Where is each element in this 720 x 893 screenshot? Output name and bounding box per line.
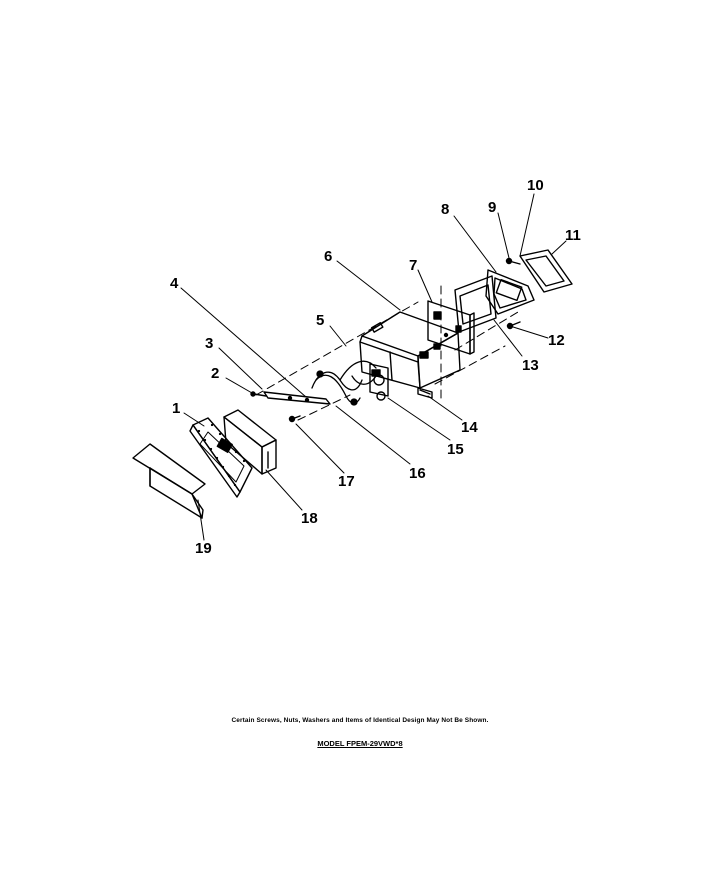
callout-18: 18	[301, 510, 318, 527]
model-number-text: MODEL FPEM-29VWD*8	[317, 739, 403, 748]
part-12-bolt	[506, 321, 521, 330]
callout-7: 7	[409, 257, 417, 274]
leader-lines	[180, 193, 567, 541]
callout-19: 19	[195, 540, 212, 557]
part-14-clip	[417, 387, 433, 399]
callout-15: 15	[447, 441, 464, 458]
callout-14: 14	[461, 419, 478, 436]
callout-11: 11	[565, 227, 581, 244]
part-15-switch	[369, 363, 389, 401]
model-number: MODEL FPEM-29VWD*8	[0, 739, 720, 748]
callout-9: 9	[488, 199, 496, 216]
part-13-gasket	[454, 275, 497, 333]
callout-2: 2	[211, 365, 219, 382]
callout-16: 16	[409, 465, 426, 482]
callout-6: 6	[324, 248, 332, 265]
callout-4: 4	[170, 275, 179, 292]
callout-3: 3	[205, 335, 213, 352]
part-18-cover	[223, 409, 277, 475]
callout-17: 17	[338, 473, 355, 490]
callout-5: 5	[316, 312, 324, 329]
part-6-top-cover	[359, 311, 459, 363]
part-2-screw	[250, 391, 267, 397]
callout-1: 1	[172, 400, 180, 417]
disclaimer-note: Certain Screws, Nuts, Washers and Items …	[231, 717, 489, 724]
callout-12: 12	[548, 332, 565, 349]
part-8-frame	[485, 269, 535, 315]
part-9-screw	[505, 257, 521, 265]
part-3-rail	[263, 391, 331, 405]
part-17-nut	[288, 415, 301, 423]
part-11-lens	[519, 249, 573, 293]
callout-10: 10	[527, 177, 544, 194]
callout-13: 13	[522, 357, 539, 374]
part-1-front-frame	[189, 417, 253, 498]
part-19-bracket	[132, 443, 206, 519]
part-16-wiring	[311, 360, 377, 406]
callout-8: 8	[441, 201, 449, 218]
